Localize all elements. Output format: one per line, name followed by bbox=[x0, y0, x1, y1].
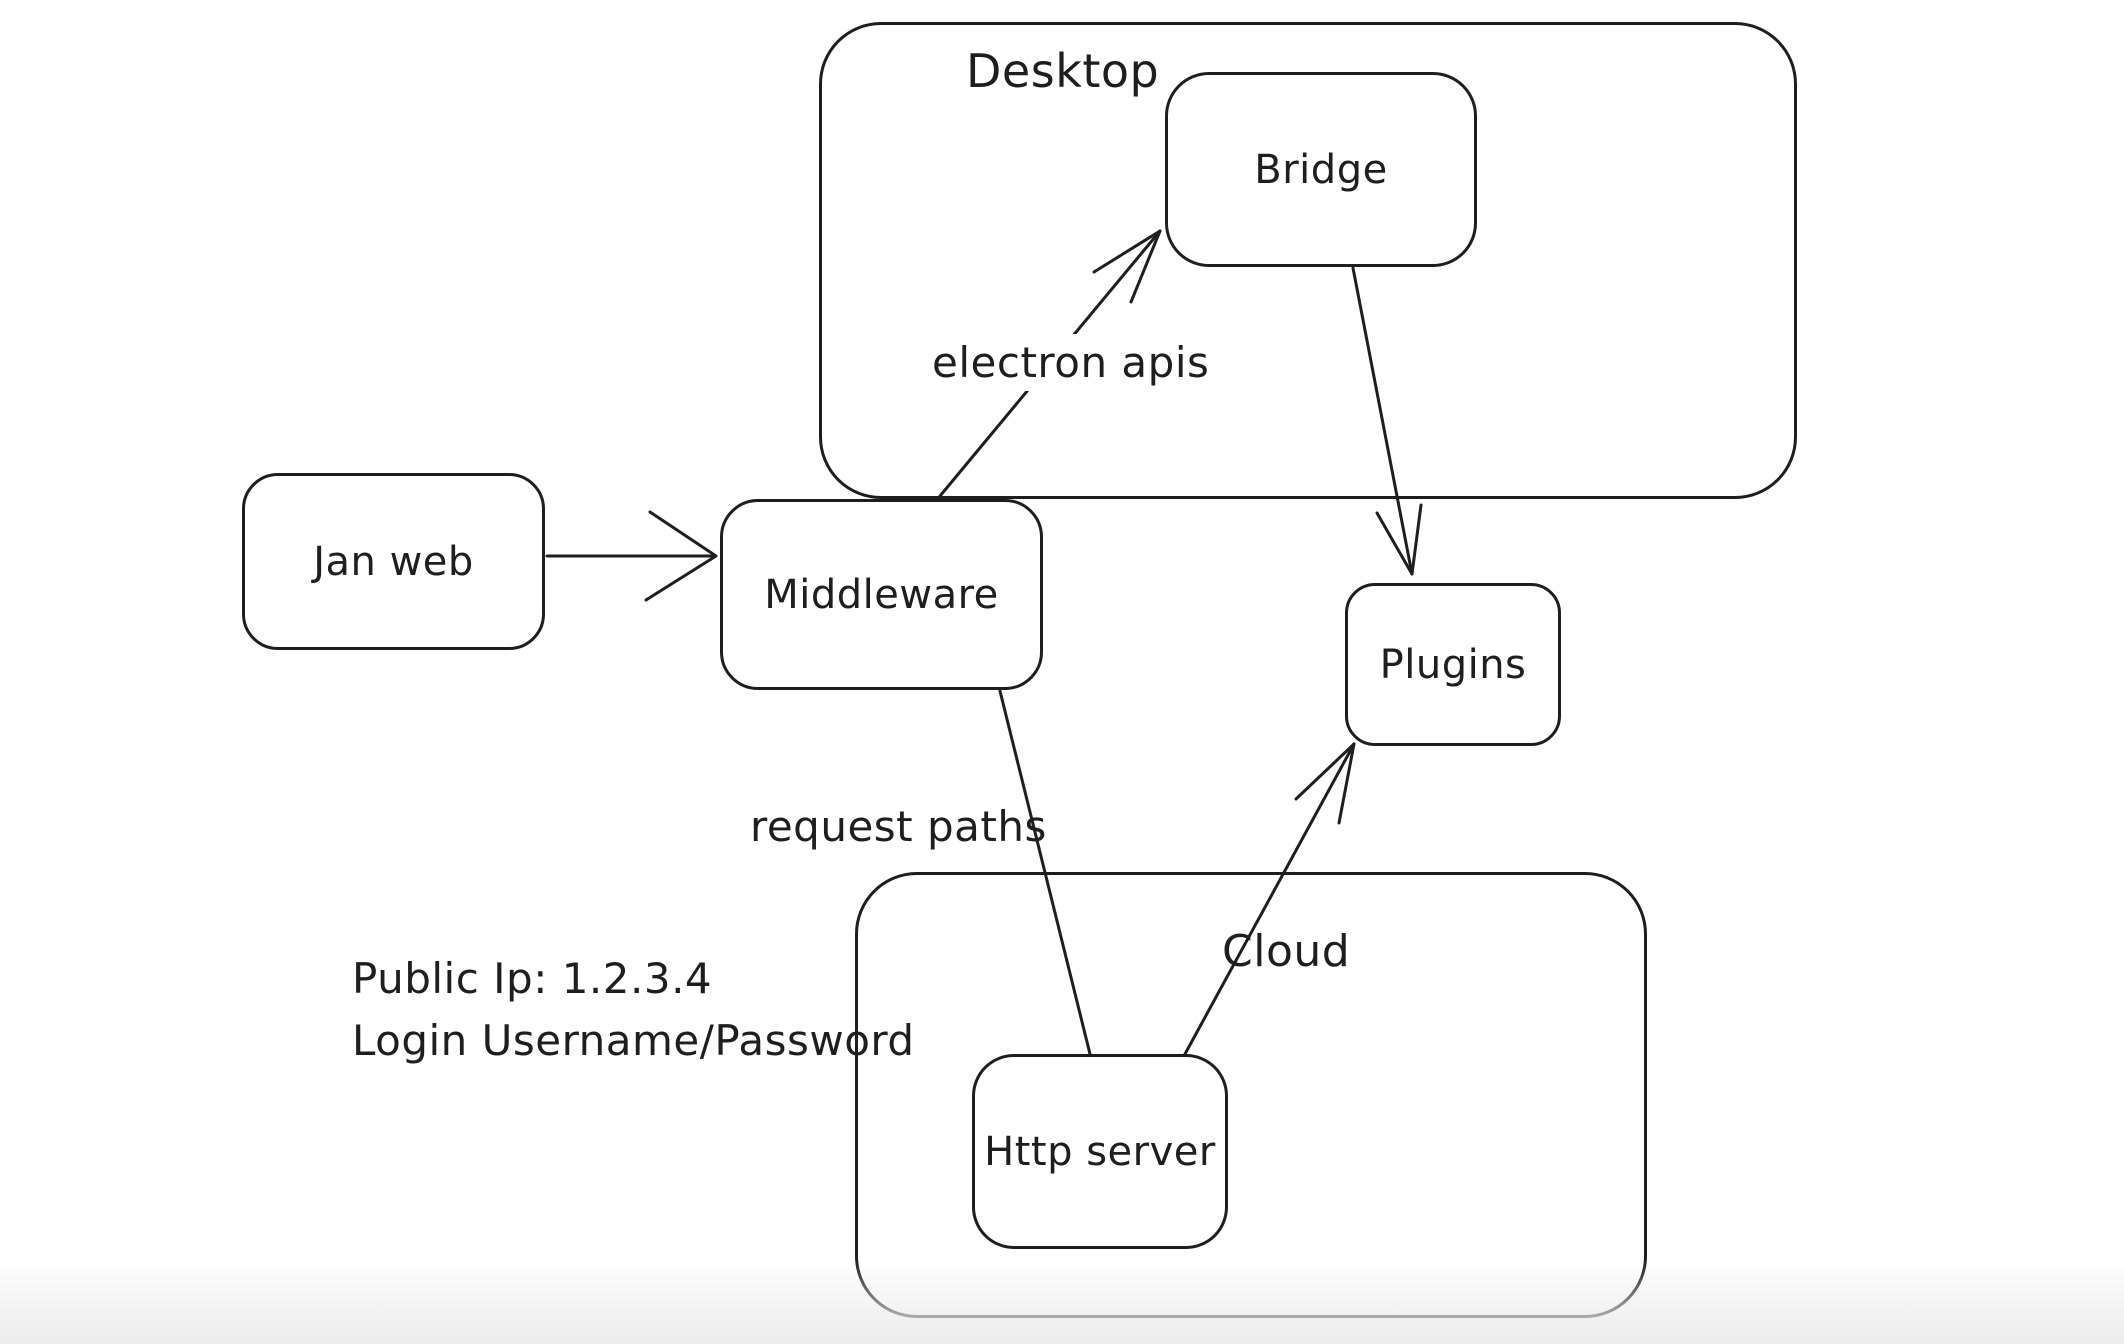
node-bridge[interactable]: Bridge bbox=[1165, 72, 1477, 267]
edge-middleware-bridge-arrowhead[interactable] bbox=[1092, 229, 1162, 304]
edge-httpserver-plugins-arrowhead[interactable] bbox=[1294, 742, 1356, 825]
annotation-public-ip[interactable]: Public Ip: 1.2.3.4 Login Username/Passwo… bbox=[352, 948, 915, 1072]
edge-bridge-plugins[interactable] bbox=[1351, 266, 1423, 576]
node-plugins-label: Plugins bbox=[1379, 641, 1527, 688]
edge-bridge-plugins-line[interactable] bbox=[1351, 266, 1414, 576]
container-desktop[interactable] bbox=[819, 22, 1797, 499]
container-desktop-label: Desktop bbox=[966, 44, 1160, 98]
node-http-server-label: Http server bbox=[984, 1128, 1216, 1175]
edge-label-electron-apis[interactable]: electron apis bbox=[922, 334, 1220, 391]
node-jan-web[interactable]: Jan web bbox=[242, 473, 545, 650]
edge-label-request-paths[interactable]: request paths bbox=[750, 802, 1047, 851]
annotation-line-1: Public Ip: 1.2.3.4 bbox=[352, 954, 713, 1003]
edge-janweb-middleware-arrowhead[interactable] bbox=[644, 510, 718, 602]
edge-httpserver-plugins[interactable] bbox=[1183, 742, 1356, 1056]
node-jan-web-label: Jan web bbox=[313, 538, 474, 585]
edge-bridge-plugins-arrowhead[interactable] bbox=[1375, 503, 1423, 576]
edge-httpserver-plugins-line[interactable] bbox=[1183, 742, 1356, 1056]
node-middleware-label: Middleware bbox=[764, 571, 999, 618]
node-http-server[interactable]: Http server bbox=[972, 1054, 1228, 1249]
container-cloud-label: Cloud bbox=[1222, 926, 1351, 977]
node-middleware[interactable]: Middleware bbox=[720, 499, 1043, 690]
annotation-line-2: Login Username/Password bbox=[352, 1016, 915, 1065]
node-plugins[interactable]: Plugins bbox=[1345, 583, 1561, 746]
edge-janweb-middleware[interactable] bbox=[545, 510, 718, 602]
node-bridge-label: Bridge bbox=[1254, 146, 1388, 193]
